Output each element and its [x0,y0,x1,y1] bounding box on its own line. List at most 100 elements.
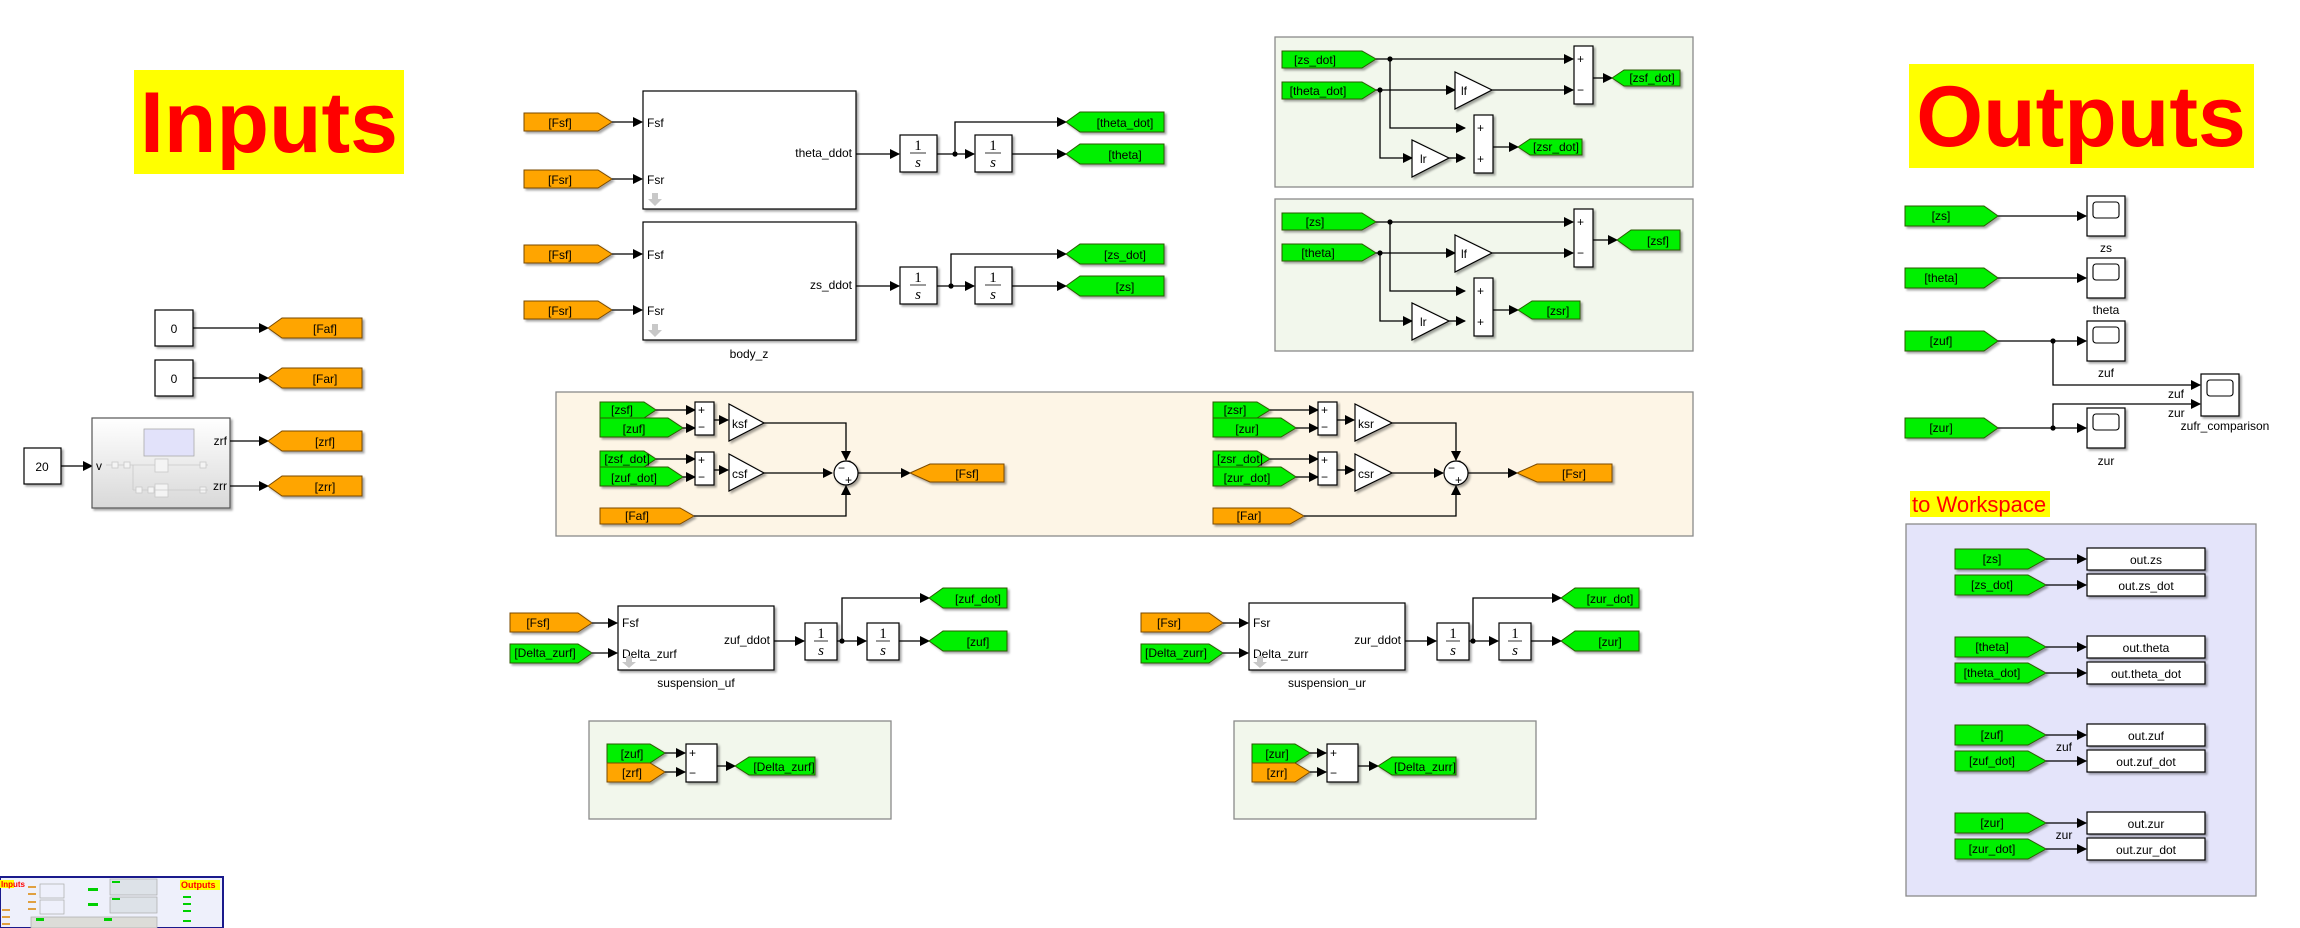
from-fsf-susp[interactable]: [Fsf] [509,612,593,633]
from-tag[interactable]: [zs] [1954,548,2048,570]
goto-zsf[interactable]: [zsf] [1616,229,1681,251]
from-zur[interactable]: [zur] [1212,417,1297,438]
sum-spring-r[interactable]: + − [1317,401,1338,436]
sum-delta-zurr[interactable]: + − [1326,743,1359,783]
from-delta-zurf-susp[interactable]: [Delta_zurf] [509,643,593,664]
integrator-zuf-dot[interactable]: 1 s [804,622,838,661]
from-tag[interactable]: [theta_dot] [1954,662,2048,684]
to-workspace-block[interactable]: out.theta [2086,635,2206,659]
goto-zs[interactable]: [zs] [1065,275,1165,297]
from-zur-scope[interactable]: [zur] [1904,417,1999,439]
from-zs-dot[interactable]: [zs_dot] [1281,50,1377,69]
from-theta-dot[interactable]: [theta_dot] [1281,81,1377,100]
sum-damper-r[interactable]: + − [1317,451,1338,486]
to-workspace-block[interactable]: out.theta_dot [2086,661,2206,685]
goto-fsr[interactable]: [Fsr] [1515,463,1613,483]
goto-far[interactable]: [Far] [267,367,363,389]
goto-zur-dot[interactable]: [zur_dot] [1560,587,1640,609]
goto-zuf[interactable]: [zuf] [928,630,1008,652]
constant-velocity-block[interactable]: 20 [23,447,62,485]
from-fsr-theta[interactable]: [Fsr] [523,169,613,189]
sum-zsr-dot[interactable]: + + [1473,114,1494,174]
goto-delta-zurr[interactable]: [Delta_zurr] [1377,756,1457,776]
from-fsr-susp[interactable]: [Fsr] [1140,612,1224,633]
integrator-zuf[interactable]: 1 s [866,622,900,661]
sum-delta-zurf[interactable]: + − [685,743,718,783]
from-theta[interactable]: [theta] [1281,243,1377,262]
sum-spring-f[interactable]: + − [694,401,715,436]
gain-lf-vel[interactable]: lf [1454,71,1494,110]
integrator-zur-dot[interactable]: 1 s [1436,622,1470,661]
from-tag[interactable]: [zur_dot] [1954,838,2048,860]
from-zur-delta[interactable]: [zur] [1251,743,1311,764]
from-zsf-dot[interactable]: [zsf_dot] [599,450,657,468]
body-theta-subsystem[interactable]: Fsf Fsr theta_ddot [642,90,857,210]
model-overview-minimap[interactable]: Inputs Outputs [0,876,224,928]
sum-zsr[interactable]: + + [1473,277,1494,337]
goto-zsr-dot[interactable]: [zsr_dot] [1517,138,1583,156]
goto-theta-dot[interactable]: [theta_dot] [1065,111,1165,133]
body-z-subsystem[interactable]: Fsf Fsr zs_ddot [642,221,857,341]
sum-force-f[interactable]: − − + [833,454,859,487]
integrator-theta-dot[interactable]: 1 s [899,134,938,173]
goto-zrr[interactable]: [zrr] [267,475,363,497]
sum-force-r[interactable]: − − + [1443,454,1469,487]
from-zuf-scope[interactable]: [zuf] [1904,330,1999,352]
goto-zuf-dot[interactable]: [zuf_dot] [928,587,1008,609]
integrator-zs-dot[interactable]: 1 s [899,266,938,305]
from-fsr-z[interactable]: [Fsr] [523,300,613,320]
suspension-ur-subsystem[interactable]: Fsr Delta_zurr zur_ddot [1248,602,1406,671]
gain-lr-vel[interactable]: lr [1411,139,1451,178]
from-fsf-z[interactable]: [Fsf] [523,244,613,264]
to-workspace-block[interactable]: out.zuf_dot [2086,749,2206,773]
from-zuf-dot[interactable]: [zuf_dot] [599,466,684,487]
scope-zuf[interactable] [2086,320,2126,362]
from-tag[interactable]: [zs_dot] [1954,574,2048,596]
to-workspace-block[interactable]: out.zs_dot [2086,573,2206,597]
from-zsf[interactable]: [zsf] [599,401,657,419]
constant-faf-block[interactable]: 0 [154,309,194,347]
goto-delta-zurf[interactable]: [Delta_zurf] [734,756,816,776]
from-theta-scope[interactable]: [theta] [1904,267,1999,289]
sum-zsf[interactable]: + − [1573,208,1594,268]
from-zrr-delta[interactable]: [zrr] [1251,762,1311,783]
from-zs[interactable]: [zs] [1281,212,1377,231]
road-profile-subsystem[interactable]: v zrf zrr [91,417,231,509]
constant-far-block[interactable]: 0 [154,359,194,397]
scope-zs[interactable] [2086,195,2126,237]
to-workspace-block[interactable]: out.zs [2086,547,2206,571]
from-zsr[interactable]: [zsr] [1212,401,1271,419]
sum-damper-f[interactable]: + − [694,451,715,486]
gain-csr[interactable]: csr [1354,453,1394,492]
sum-zsf-dot[interactable]: + − [1573,45,1594,105]
to-workspace-block[interactable]: out.zur [2086,811,2206,835]
from-zs-scope[interactable]: [zs] [1904,205,1999,227]
gain-ksf[interactable]: ksf [728,402,766,442]
goto-zsf-dot[interactable]: [zsf_dot] [1611,69,1681,87]
goto-theta[interactable]: [theta] [1065,143,1165,165]
integrator-zur[interactable]: 1 s [1498,622,1532,661]
gain-ksr[interactable]: ksr [1354,403,1394,442]
scope-zufr-comparison[interactable] [2200,373,2240,417]
from-zuf[interactable]: [zuf] [599,417,684,438]
to-workspace-block[interactable]: out.zur_dot [2086,837,2206,861]
gain-lf-pos[interactable]: lf [1454,234,1494,273]
from-faf[interactable]: [Faf] [599,507,696,525]
to-workspace-block[interactable]: out.zuf [2086,723,2206,747]
gain-lr-pos[interactable]: lr [1411,302,1451,341]
from-tag[interactable]: [zuf] [1954,724,2048,746]
from-zuf-delta[interactable]: [zuf] [606,743,666,764]
gain-csf[interactable]: csf [728,452,766,492]
from-far[interactable]: [Far] [1212,507,1306,525]
from-zur-dot[interactable]: [zur_dot] [1212,466,1297,487]
from-delta-zurr-susp[interactable]: [Delta_zurr] [1140,643,1224,664]
from-tag[interactable]: [zuf_dot] [1954,750,2048,772]
goto-zs-dot[interactable]: [zs_dot] [1065,243,1165,265]
scope-zur[interactable] [2086,407,2126,449]
from-zrf-delta[interactable]: [zrf] [606,762,666,783]
goto-zsr[interactable]: [zsr] [1517,300,1581,320]
from-fsf-theta[interactable]: [Fsf] [523,112,613,132]
suspension-uf-subsystem[interactable]: Fsf Delta_zurf zuf_ddot [617,605,775,671]
from-tag[interactable]: [zur] [1954,812,2048,834]
from-zsr-dot[interactable]: [zsr_dot] [1212,450,1271,468]
